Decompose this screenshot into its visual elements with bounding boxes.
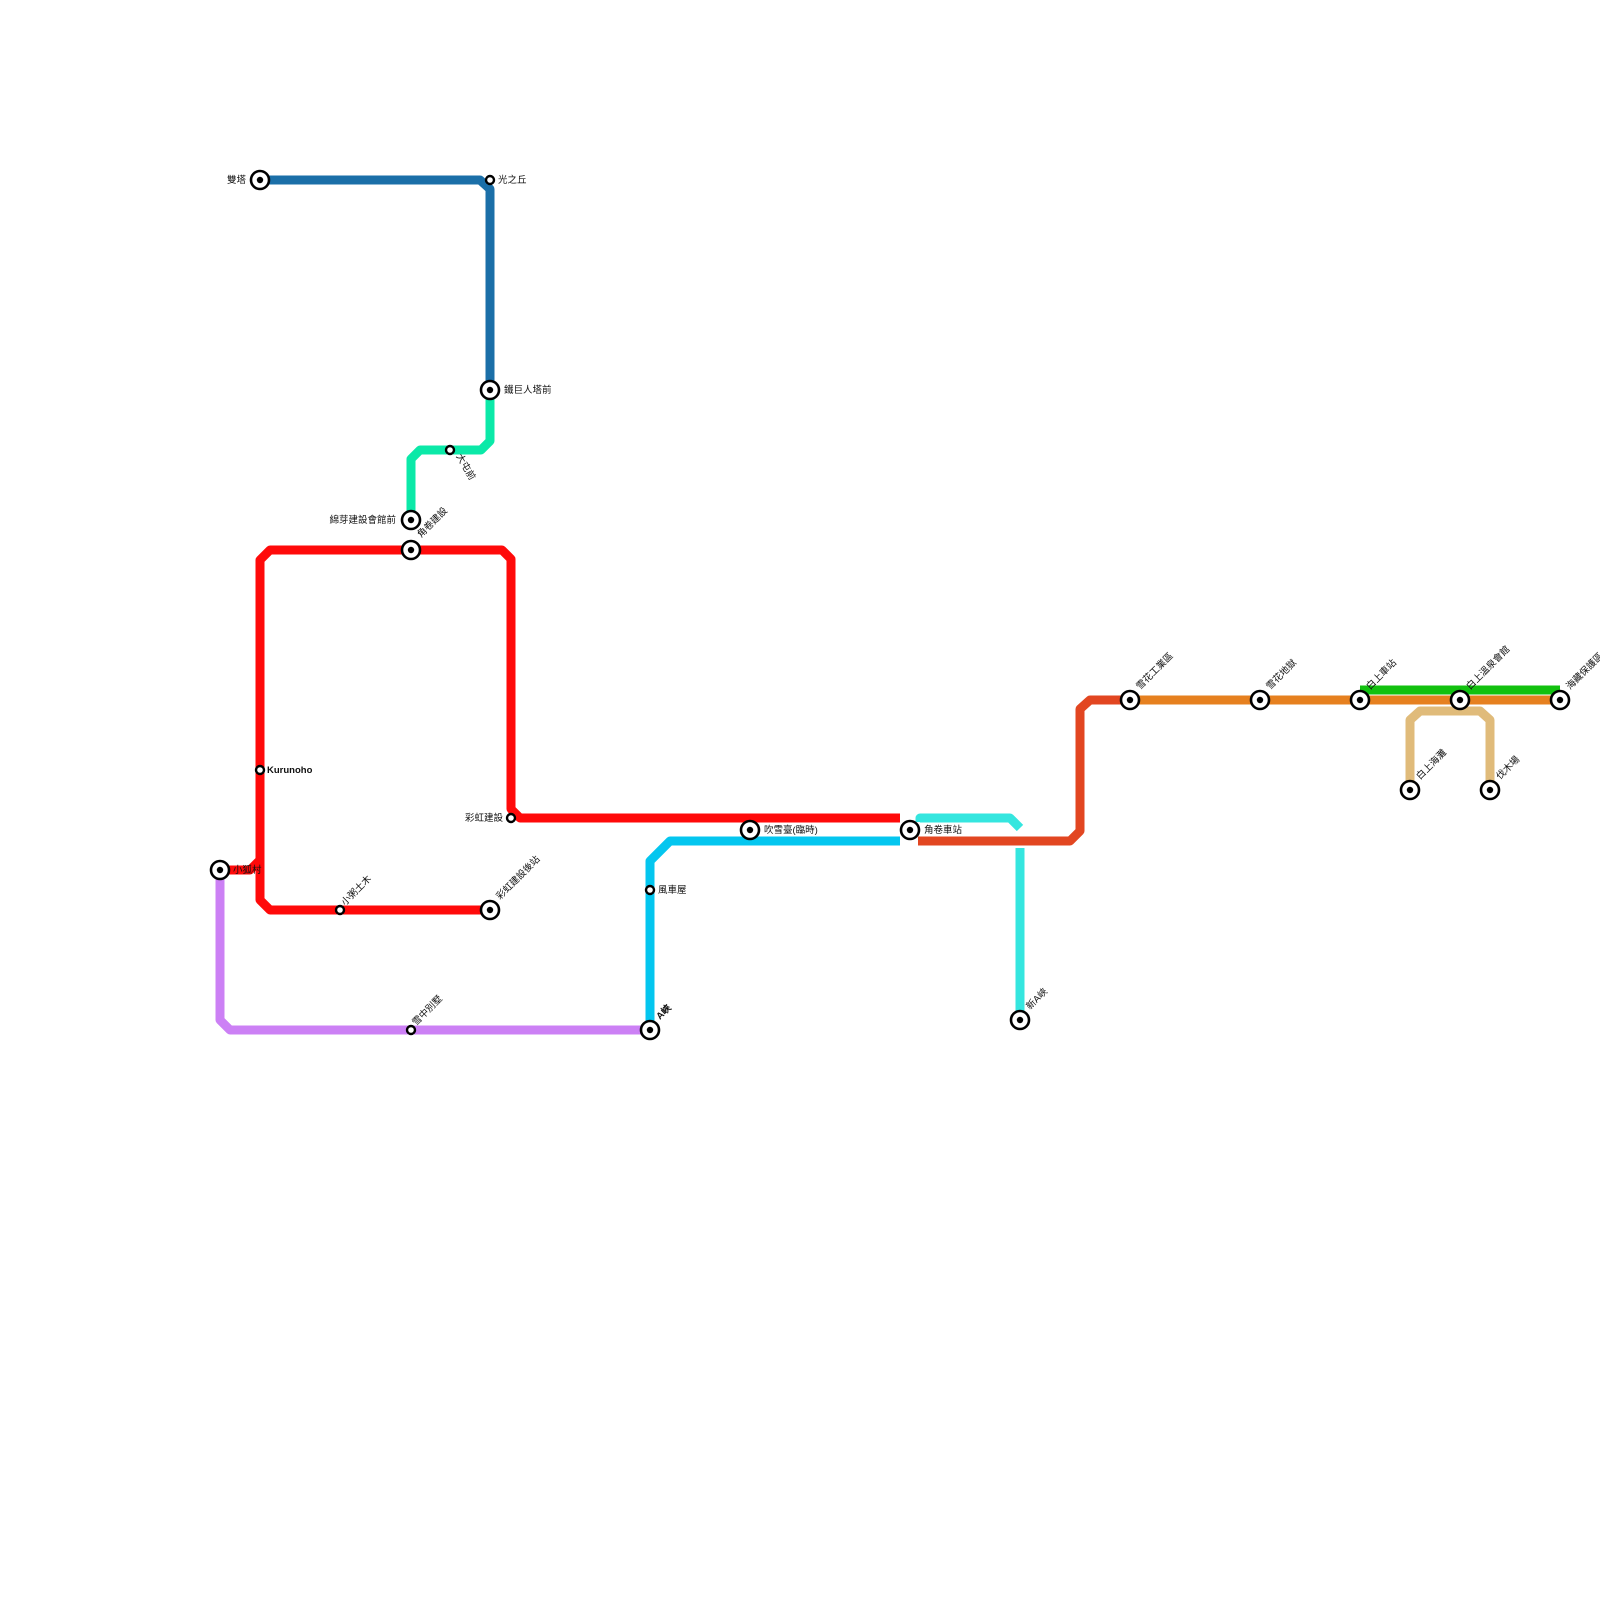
station-label-haichao: 海藏保護區 — [1564, 650, 1600, 692]
station-xuezhong-biezhuang[interactable] — [405, 1024, 417, 1036]
station-label-west-terminal: 小狐村 — [233, 864, 262, 876]
station-label-bai-haitan: 白上海灘 — [1414, 746, 1450, 782]
station-tiejuren[interactable] — [479, 379, 501, 401]
stop-marker[interactable] — [505, 812, 517, 824]
interchange-dot — [906, 826, 914, 834]
station-label-mianya: 綿芽建設會館前 — [329, 514, 396, 526]
interchange-dot — [486, 906, 494, 914]
station-label-datunqian: 大屯前 — [453, 452, 478, 483]
interchange-dot — [1486, 786, 1494, 794]
station-label-tiejuren: 鐵巨人塔前 — [504, 384, 552, 396]
station-xin-a-xia[interactable] — [1009, 1009, 1031, 1031]
station-label-xuehua-gongye: 雪花工業區 — [1134, 650, 1176, 692]
route-line-violet[interactable] — [215, 870, 650, 1035]
stop-marker[interactable] — [334, 904, 346, 916]
interchange-dot — [746, 826, 754, 834]
station-labels: 雙塔光之丘鐵巨人塔前大屯前綿芽建設會館前角卷建設Kurunoho彩虹建設小狐村小… — [227, 174, 1600, 1028]
station-label-chuixuetai: 吹雪臺(臨時) — [764, 824, 818, 836]
station-label-jiaojuan-chezhan: 角卷車站 — [924, 824, 963, 836]
station-jiaojuan-jianshe[interactable] — [400, 539, 422, 561]
station-label-xuehua-diyu: 雪花地獄 — [1264, 656, 1300, 692]
route-line-turquoise[interactable] — [915, 813, 1024, 832]
interchange-dot — [1356, 696, 1364, 704]
station-label-xuezhong-biezhuang: 雪中別墅 — [410, 992, 446, 1028]
station-fengcheyu[interactable] — [644, 884, 656, 896]
stop-marker[interactable] — [644, 884, 656, 896]
station-label-fengcheyu: 風車屋 — [658, 884, 687, 896]
interchange-dot — [486, 386, 494, 394]
interchange-dot — [407, 516, 415, 524]
station-label-xin-a-xia: 新A峽 — [1024, 985, 1051, 1012]
station-kurunoho[interactable] — [254, 764, 266, 776]
station-chuixuetai[interactable] — [739, 819, 761, 841]
station-caihong-houzhan[interactable] — [479, 899, 501, 921]
station-haichao[interactable] — [1549, 689, 1571, 711]
route-lines — [215, 175, 1560, 1035]
station-label-a-xia: A峽 — [654, 1002, 674, 1022]
station-label-bai-wenquan: 白上溫泉會館 — [1464, 643, 1513, 692]
station-label-caihong-houzhan: 彩虹建設後站 — [494, 853, 543, 902]
route-line-red[interactable] — [255, 545, 900, 915]
interchange-dot — [1556, 696, 1564, 704]
interchange-dot — [1016, 1016, 1024, 1024]
interchange-dot — [1406, 786, 1414, 794]
station-bai-wenquan[interactable] — [1449, 689, 1471, 711]
station-label-guangzhiqiu: 光之丘 — [498, 174, 527, 186]
stop-marker[interactable] — [254, 764, 266, 776]
station-bai-haitan[interactable] — [1399, 779, 1421, 801]
station-mianya[interactable] — [400, 509, 422, 531]
station-shuangta[interactable] — [249, 169, 271, 191]
station-caihong-jianshe[interactable] — [505, 812, 517, 824]
interchange-dot — [407, 546, 415, 554]
route-line-vermilion[interactable] — [918, 695, 1130, 846]
station-xuehua-gongye[interactable] — [1119, 689, 1141, 711]
interchange-dot — [216, 866, 224, 874]
stop-marker[interactable] — [405, 1024, 417, 1036]
interchange-dot — [646, 1026, 654, 1034]
interchange-dot — [256, 176, 264, 184]
interchange-dot — [1126, 696, 1134, 704]
station-datunqian[interactable] — [444, 444, 456, 456]
stop-marker[interactable] — [484, 174, 496, 186]
station-xiaomi-tumu[interactable] — [334, 904, 346, 916]
station-a-xia[interactable] — [639, 1019, 661, 1041]
route-line-tan[interactable] — [1405, 706, 1495, 790]
station-label-caihong-jianshe: 彩虹建設 — [465, 812, 504, 824]
interchange-dot — [1456, 696, 1464, 704]
stations — [209, 169, 1571, 1041]
station-west-terminal[interactable] — [209, 859, 231, 881]
station-guangzhiqiu[interactable] — [484, 174, 496, 186]
route-line-blue-dark[interactable] — [260, 175, 495, 390]
station-jiaojuan-chezhan[interactable] — [899, 819, 921, 841]
station-label-xiaomi-tumu: 小粥土木 — [339, 872, 375, 908]
station-bai-shangche[interactable] — [1349, 689, 1371, 711]
station-label-kurunoho: Kurunoho — [267, 765, 313, 776]
station-label-shuangta: 雙塔 — [227, 174, 247, 186]
station-famuchang[interactable] — [1479, 779, 1501, 801]
station-label-famuchang: 伐木場 — [1494, 753, 1523, 782]
route-line-cyan[interactable] — [645, 836, 900, 1030]
station-xuehua-diyu[interactable] — [1249, 689, 1271, 711]
stop-marker[interactable] — [444, 444, 456, 456]
interchange-dot — [1256, 696, 1264, 704]
